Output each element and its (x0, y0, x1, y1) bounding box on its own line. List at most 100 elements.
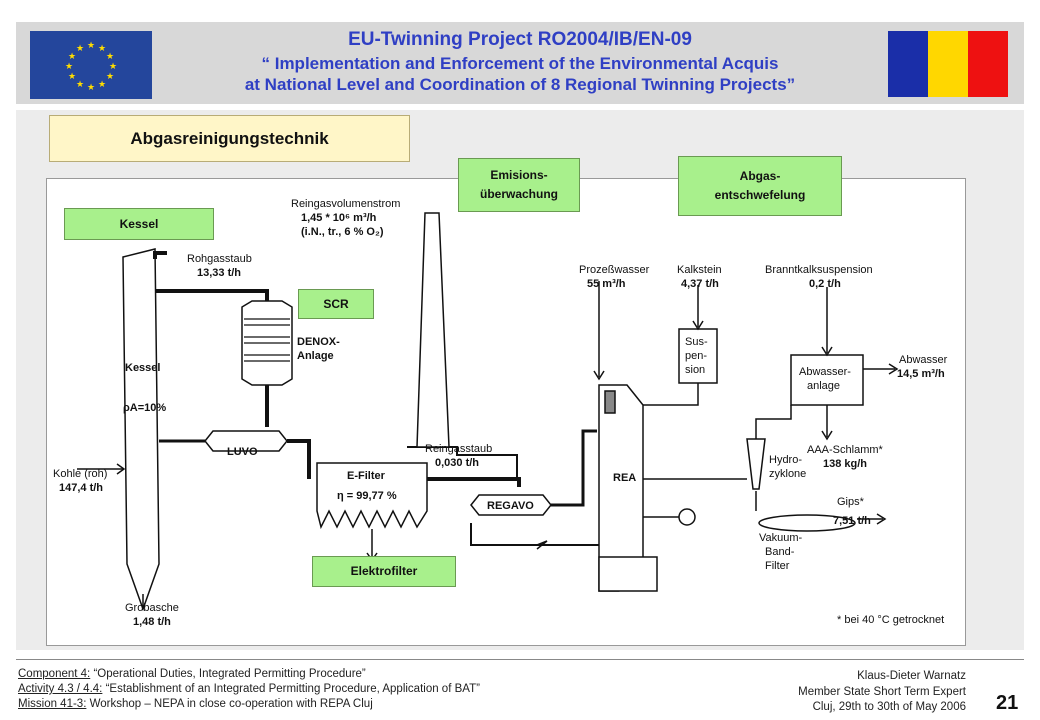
regavo-label: REGAVO (487, 500, 534, 512)
kalkstein-arrow (692, 320, 704, 331)
footer-activity-label: Activity 4.3 / 4.4: (18, 683, 103, 695)
sludge-label-1: AAA-Schlamm* (807, 444, 884, 456)
footer-author: Klaus-Dieter Warnatz (857, 670, 966, 682)
footnote-label: * bei 40 °C getrocknet (837, 614, 944, 626)
svg-text:★: ★ (98, 43, 106, 53)
duct-luvo-efilter (287, 439, 311, 479)
label-abgas-line2: entschwefelung (714, 188, 806, 202)
branntkalk-label-1: Branntkalksuspension (765, 264, 873, 276)
efilter-label-1: E-Filter (347, 470, 386, 482)
eu-stars: ★ ★ ★ ★ ★ ★ ★ ★ ★ ★ ★ ★ (65, 40, 117, 92)
hydrocyclone-label-1: Hydro- (769, 454, 802, 466)
reingasstaub-label-2: 0,030 t/h (435, 457, 479, 469)
sludge-arrow (821, 430, 833, 441)
footer-project-info: Component 4: “Operational Duties, Integr… (18, 667, 480, 712)
pump-icon (678, 508, 696, 526)
vacuum-filter-label-2: Band- (765, 546, 795, 558)
denox-label-1: DENOX- (297, 336, 340, 348)
gypsum-arrow (876, 513, 887, 525)
suspension-label-1: Sus- (685, 336, 708, 348)
vacuum-belt-filter (758, 514, 856, 532)
return-arrow (536, 540, 548, 550)
footer-author-info: Klaus-Dieter Warnatz Member State Short … (798, 669, 966, 716)
wastewater-label-2: 14,5 m³/h (897, 368, 945, 380)
reingasstaub-label-1: Reingasstaub (425, 443, 492, 455)
cyclone-to-plant (755, 405, 792, 439)
svg-text:★: ★ (65, 61, 73, 71)
process-water-label-2: 55 m³/h (587, 278, 626, 290)
footer-role: Member State Short Term Expert (798, 685, 966, 698)
reingas-volume-label-2: 1,45 * 10⁶ m³/h (301, 212, 377, 224)
return-gas-duct (470, 523, 619, 546)
flue-gas-diagram: Reingasvolumenstrom 1,45 * 10⁶ m³/h (i.N… (46, 178, 966, 646)
footer-activity-text: “Establishment of an Integrated Permitti… (102, 683, 480, 695)
label-emissions-line1: Emisions- (490, 168, 548, 183)
luvo-label: LUVO (227, 446, 258, 458)
reingas-volume-label-1: Reingasvolumenstrom (291, 198, 400, 210)
wastewater-plant-label-2: anlage (807, 380, 840, 392)
boiler-label: Kessel (125, 362, 160, 374)
rea-mist-eliminator (604, 390, 616, 414)
hydrocyclone-shape (746, 438, 766, 490)
coal-label-2: 147,4 t/h (59, 482, 103, 494)
footer-separator (16, 659, 1024, 660)
wastewater-plant-label-1: Abwasser- (799, 366, 851, 378)
label-flue-gas-desulfurization: Abgas- entschwefelung (678, 156, 842, 216)
header-band (16, 22, 1024, 104)
duct-efilter-regavo (427, 477, 521, 487)
flue-duct-to-denox (153, 251, 269, 301)
suspension-label-3: sion (685, 364, 705, 376)
rohgasstaub-label-2: 13,33 t/h (197, 267, 241, 279)
hydrocyclone-label-2: zyklone (769, 468, 806, 480)
suspension-label-2: pen- (685, 350, 707, 362)
label-emissions-line2: überwachung (479, 187, 558, 201)
wastewater-out-arrow (888, 363, 899, 375)
svg-text:★: ★ (68, 71, 76, 81)
sludge-label-2: 138 kg/h (823, 458, 867, 470)
label-scr: SCR (298, 289, 374, 319)
coal-arrowhead (116, 463, 126, 475)
header-title-line3: at National Level and Coordination of 8 … (244, 75, 796, 94)
svg-text:★: ★ (87, 82, 95, 92)
kalkstein-label-2: 4,37 t/h (681, 278, 719, 290)
svg-text:★: ★ (106, 71, 114, 81)
footer-mission-text: Workshop – NEPA in close co-operation wi… (86, 698, 373, 710)
slide-title: Abgasreinigungstechnik (49, 115, 410, 162)
label-abgas-line1: Abgas- (739, 169, 781, 184)
ro-flag-yellow (928, 31, 968, 97)
svg-text:★: ★ (98, 79, 106, 89)
coal-label-1: Kohle (roh) (53, 468, 107, 480)
footer-activity-line: Activity 4.3 / 4.4: “Establishment of an… (18, 682, 480, 697)
eu-flag-icon: ★ ★ ★ ★ ★ ★ ★ ★ ★ ★ ★ ★ (30, 31, 152, 99)
svg-text:★: ★ (106, 51, 114, 61)
svg-text:★: ★ (76, 43, 84, 53)
duct-regavo-rea (551, 429, 597, 507)
svg-text:★: ★ (109, 61, 117, 71)
romania-flag-icon (888, 31, 1008, 97)
efilter-shape (316, 462, 428, 530)
reingas-volume-label-3: (i.N., tr., 6 % O₂) (301, 226, 384, 238)
diagram-labels: Reingasvolumenstrom 1,45 * 10⁶ m³/h (i.N… (53, 198, 948, 628)
process-water-arrow (593, 370, 605, 381)
label-elektrofilter: Elektrofilter (312, 556, 456, 587)
rea-label: REA (613, 472, 636, 484)
footer-date: Cluj, 29th to 30th of May 2006 (812, 701, 966, 713)
stack-shape (416, 212, 450, 448)
svg-text:★: ★ (76, 79, 84, 89)
boiler-rho-label: ρA=10% (123, 402, 166, 414)
process-water-label-1: Prozeßwasser (579, 264, 650, 276)
branntkalk-arrow (821, 346, 833, 357)
label-kessel: Kessel (64, 208, 214, 240)
page-number: 21 (996, 692, 1019, 714)
footer-component-text: “Operational Duties, Integrated Permitti… (90, 668, 366, 680)
process-flow-svg: Reingasvolumenstrom 1,45 * 10⁶ m³/h (i.N… (53, 198, 948, 628)
branntkalk-label-2: 0,2 t/h (809, 278, 841, 290)
rohgasstaub-label-1: Rohgasstaub (187, 253, 252, 265)
footer-mission-line: Mission 41-3: Workshop – NEPA in close c… (18, 697, 480, 712)
wastewater-label-1: Abwasser (899, 354, 948, 366)
ro-flag-red (968, 31, 1008, 97)
kalkstein-label-1: Kalkstein (677, 264, 722, 276)
grobasche-label-2: 1,48 t/h (133, 616, 171, 628)
grobasche-label-1: Grobasche (125, 602, 179, 614)
efilter-label-2: η = 99,77 % (337, 490, 397, 502)
